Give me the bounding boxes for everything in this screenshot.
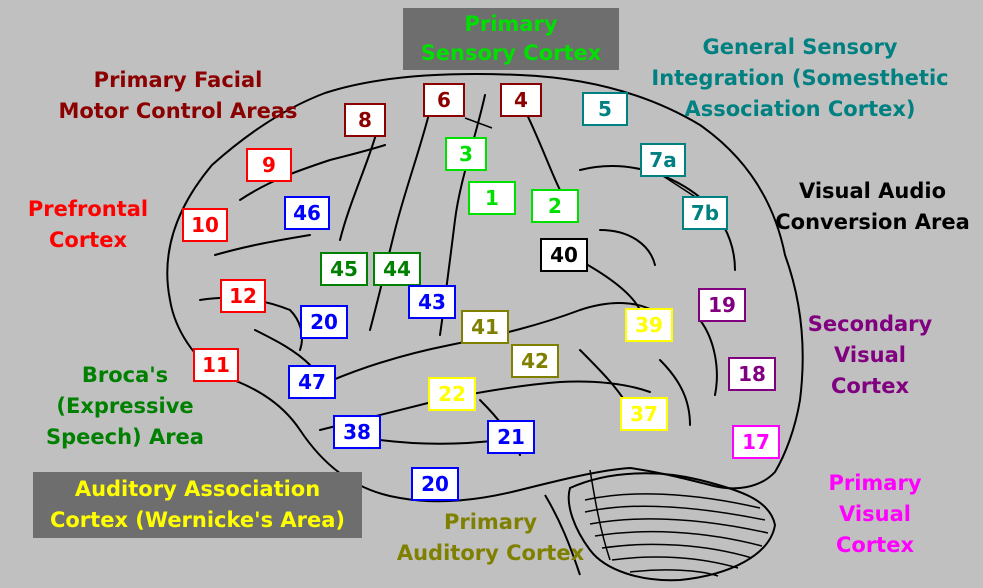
brodmann-area-box: 40 [540,238,588,272]
brodmann-area-box: 9 [246,148,292,182]
brodmann-area-number: 46 [293,201,321,225]
brodmann-area-box: 43 [408,285,456,319]
facial-motor-line-2: Motor Control Areas [58,99,298,123]
brodmann-area-number: 21 [497,425,525,449]
visual-audio-line-2: Conversion Area [775,210,970,234]
brodmann-area-box: 38 [333,415,381,449]
brodmann-area-number: 41 [471,315,499,339]
brodmann-area-box: 41 [461,310,509,344]
brodmann-area-number: 22 [438,382,466,406]
broca-line-2: (Expressive [56,394,194,418]
brodmann-area-number: 17 [742,430,770,454]
brodmann-area-box: 7b [682,196,728,230]
facial-motor-line-1: Primary Facial [93,68,263,92]
brodmann-area-number: 39 [635,313,663,337]
primary-visual-line-3: Cortex [835,533,915,557]
brodmann-area-number: 20 [421,472,449,496]
secondary-visual-line-2: Visual [834,343,906,367]
primary-facial-motor-label: Primary Facial Motor Control Areas [58,65,298,127]
primary-sensory-line-1: Primary [464,12,558,36]
brodmann-area-box: 2 [531,189,579,223]
brodmann-area-number: 3 [459,142,473,166]
visual-audio-line-1: Visual Audio [798,179,947,203]
prefrontal-line-1: Prefrontal [27,197,149,221]
brodmann-area-number: 37 [630,402,658,426]
brodmann-area-box: 10 [182,208,228,242]
brodmann-area-box: 39 [625,308,673,342]
primary-auditory-cortex-label: Primary Auditory Cortex [388,507,593,569]
broca-line-3: Speech) Area [46,425,204,449]
brodmann-area-box: 17 [732,425,780,459]
brodmann-area-number: 2 [548,194,562,218]
primary-visual-line-1: Primary [828,471,922,495]
general-sensory-line-1: General Sensory [702,35,898,59]
general-sensory-line-3: Association Cortex) [684,97,916,121]
brodmann-area-number: 44 [383,257,411,281]
auditory-association-line-1: Auditory Association [74,477,321,501]
prefrontal-cortex-label: Prefrontal Cortex [18,194,158,256]
brodmann-area-number: 18 [738,362,766,386]
auditory-association-cortex-label: Auditory Association Cortex (Wernicke's … [33,472,362,538]
secondary-visual-line-1: Secondary [807,312,933,336]
brodmann-area-box: 47 [288,365,336,399]
secondary-visual-line-3: Cortex [830,374,910,398]
brodmann-area-box: 11 [193,348,239,382]
brodmann-area-box: 1 [468,181,516,215]
brodmann-area-number: 7b [690,201,720,225]
brodmann-area-box: 46 [284,196,330,230]
broca-area-label: Broca's (Expressive Speech) Area [40,360,210,453]
brodmann-area-box: 19 [698,288,746,322]
brodmann-area-number: 8 [358,108,372,132]
brodmann-area-box: 18 [728,357,776,391]
brodmann-area-box: 45 [320,252,368,286]
brodmann-area-box: 5 [582,92,628,126]
auditory-association-line-2: Cortex (Wernicke's Area) [49,508,346,532]
general-sensory-line-2: Integration (Somesthetic [651,66,949,90]
brodmann-area-box: 12 [220,279,266,313]
primary-visual-cortex-label: Primary Visual Cortex [810,468,940,561]
brodmann-area-number: 43 [418,290,446,314]
brodmann-area-box: 44 [373,252,421,286]
prefrontal-line-2: Cortex [48,228,128,252]
brodmann-area-number: 45 [330,257,358,281]
brodmann-area-number: 20 [310,310,338,334]
brodmann-area-box: 21 [487,420,535,454]
brodmann-area-number: 19 [708,293,736,317]
brodmann-area-number: 40 [550,243,578,267]
brodmann-area-number: 4 [514,88,528,112]
general-sensory-integration-label: General Sensory Integration (Somesthetic… [640,32,960,125]
primary-sensory-cortex-label: Primary Sensory Cortex [403,8,619,70]
brodmann-area-box: 22 [428,377,476,411]
brodmann-area-box: 20 [411,467,459,501]
primary-sensory-line-2: Sensory Cortex [420,41,602,65]
brodmann-area-number: 11 [202,353,230,377]
brodmann-area-number: 1 [485,186,499,210]
brodmann-area-number: 6 [437,88,451,112]
broca-line-1: Broca's [81,363,169,387]
primary-auditory-line-1: Primary [443,510,538,534]
brodmann-area-box: 20 [300,305,348,339]
brodmann-area-number: 47 [298,370,326,394]
cerebellum-drawing [544,469,777,582]
brodmann-area-number: 42 [521,349,549,373]
brodmann-area-box: 7a [640,143,686,177]
brodmann-area-box: 42 [511,344,559,378]
brodmann-area-number: 7a [649,148,677,172]
secondary-visual-cortex-label: Secondary Visual Cortex [795,309,945,402]
brodmann-area-number: 38 [343,420,371,444]
primary-visual-line-2: Visual [839,502,911,526]
brodmann-area-number: 12 [229,284,257,308]
brodmann-area-box: 8 [344,103,386,137]
brodmann-area-box: 3 [445,137,487,171]
brodmann-area-number: 5 [598,97,612,121]
visual-audio-conversion-label: Visual Audio Conversion Area [765,176,980,238]
brodmann-area-number: 10 [191,213,219,237]
brodmann-area-box: 6 [423,83,465,117]
primary-auditory-line-2: Auditory Cortex [396,541,585,565]
brodmann-area-box: 4 [500,83,542,117]
brodmann-area-box: 37 [620,397,668,431]
brodmann-area-number: 9 [262,153,276,177]
